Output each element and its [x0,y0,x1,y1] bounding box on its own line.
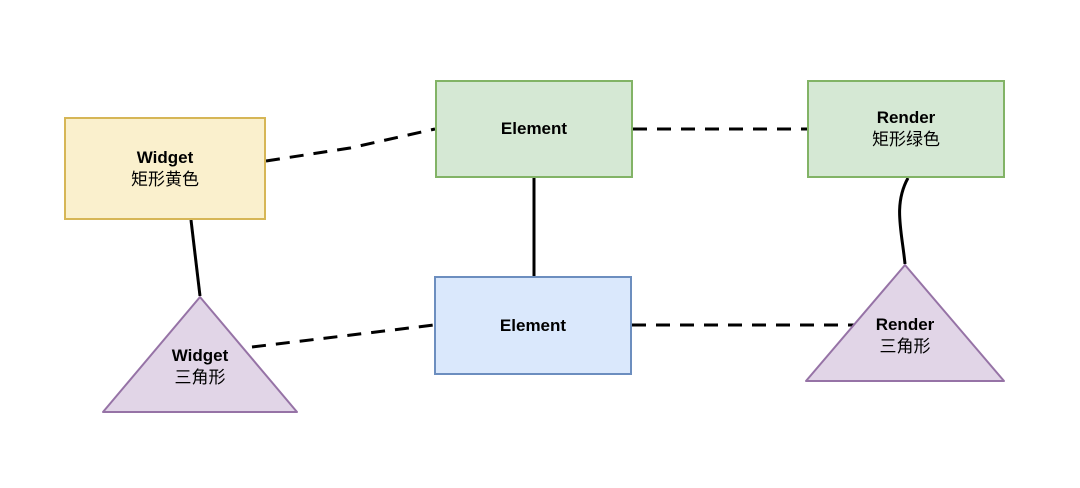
node-render-rect[interactable]: Render 矩形绿色 [807,80,1005,178]
edge-render-rect-to-render-triangle [898,177,910,265]
node-widget-triangle[interactable]: Widget 三角形 [102,296,298,413]
edge-widget-rect-to-widget-triangle [189,219,202,297]
node-render-rect-label-en: Render [876,108,936,128]
node-render-rect-label-zh: 矩形绿色 [872,130,940,149]
node-element-green[interactable]: Element [435,80,633,178]
node-element-green-label-en: Element [500,119,568,139]
node-widget-rect-label-en: Widget [136,147,194,167]
edge-widget-triangle-to-element-blue [251,323,435,349]
node-widget-rect[interactable]: Widget 矩形黄色 [64,117,266,220]
edge-widget-rect-to-element-green [265,127,436,163]
render-triangle-shape [805,264,1005,382]
node-widget-rect-label-zh: 矩形黄色 [131,169,199,189]
widget-triangle-shape [102,296,298,413]
node-element-blue-label-en: Element [499,315,567,335]
node-element-blue[interactable]: Element [434,276,632,375]
node-render-triangle[interactable]: Render 三角形 [805,264,1005,382]
